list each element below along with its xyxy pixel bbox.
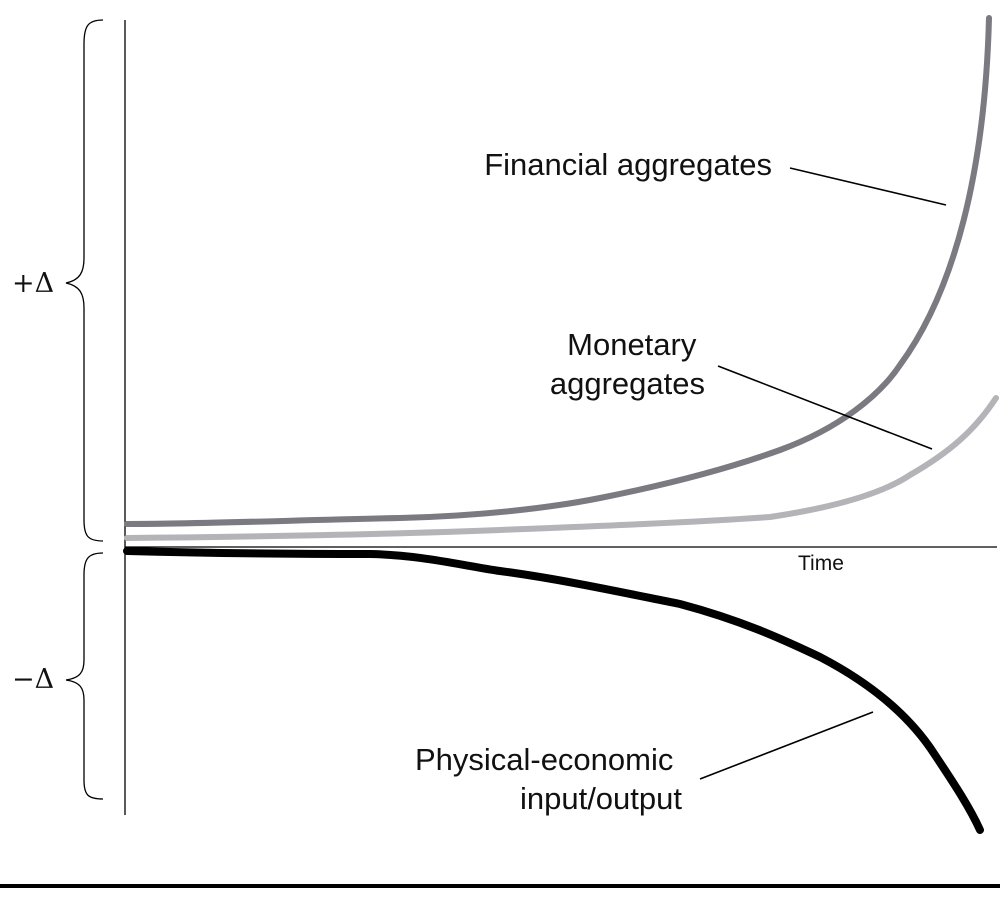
monetary-aggregates-label: Monetary aggregates	[550, 327, 705, 401]
monetary-aggregates-curve	[124, 395, 999, 541]
positive-brace	[65, 19, 104, 542]
monetary-leader-line	[717, 365, 933, 450]
negative-delta-label: −Δ	[12, 664, 54, 695]
bottom-rule	[0, 884, 1000, 888]
physical-leader-line	[699, 711, 874, 780]
financial-aggregates-label: Financial aggregates	[484, 147, 772, 182]
financial-aggregates-curve	[124, 15, 992, 527]
physical-economic-curve	[123, 547, 984, 834]
financial-leader-line	[789, 167, 947, 206]
negative-brace	[65, 552, 104, 800]
physical-economic-label: Physical-economic input/output	[415, 742, 682, 816]
positive-delta-label: +Δ	[12, 268, 54, 299]
x-axis-label: Time	[798, 552, 844, 575]
